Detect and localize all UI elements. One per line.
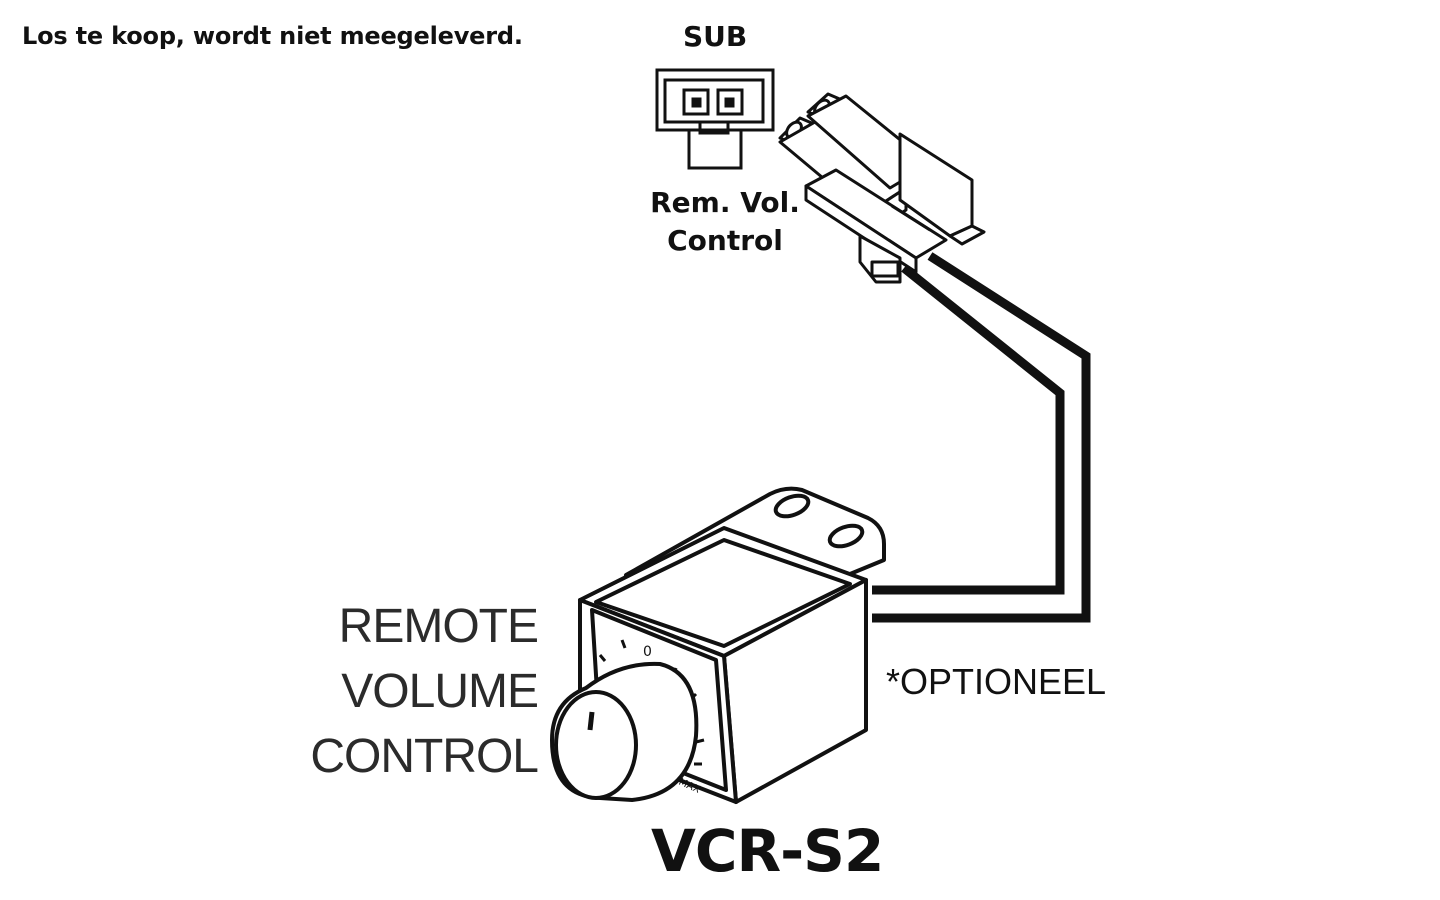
product-name-line-2: VOLUME bbox=[341, 665, 539, 718]
port-label: Rem. Vol. Control bbox=[620, 184, 830, 260]
port-label-line-2: Control bbox=[667, 224, 783, 257]
model-number: VCR-S2 bbox=[651, 817, 884, 885]
optional-label: *OPTIONEEL bbox=[886, 661, 1107, 702]
cable bbox=[872, 252, 1091, 623]
volume-knob[interactable] bbox=[549, 661, 699, 803]
product-name-line-1: REMOTE bbox=[338, 600, 539, 653]
dial-zero-label: 0 bbox=[643, 644, 652, 660]
product-name: REMOTE VOLUME CONTROL bbox=[310, 594, 539, 789]
sub-port-socket bbox=[655, 68, 775, 170]
plug-connector bbox=[778, 92, 986, 284]
product-name-line-3: CONTROL bbox=[310, 730, 539, 783]
port-label-line-1: Rem. Vol. bbox=[650, 186, 800, 219]
sub-port-title: SUB bbox=[683, 20, 748, 53]
not-included-note: Los te koop, wordt niet meegeleverd. bbox=[22, 22, 523, 50]
